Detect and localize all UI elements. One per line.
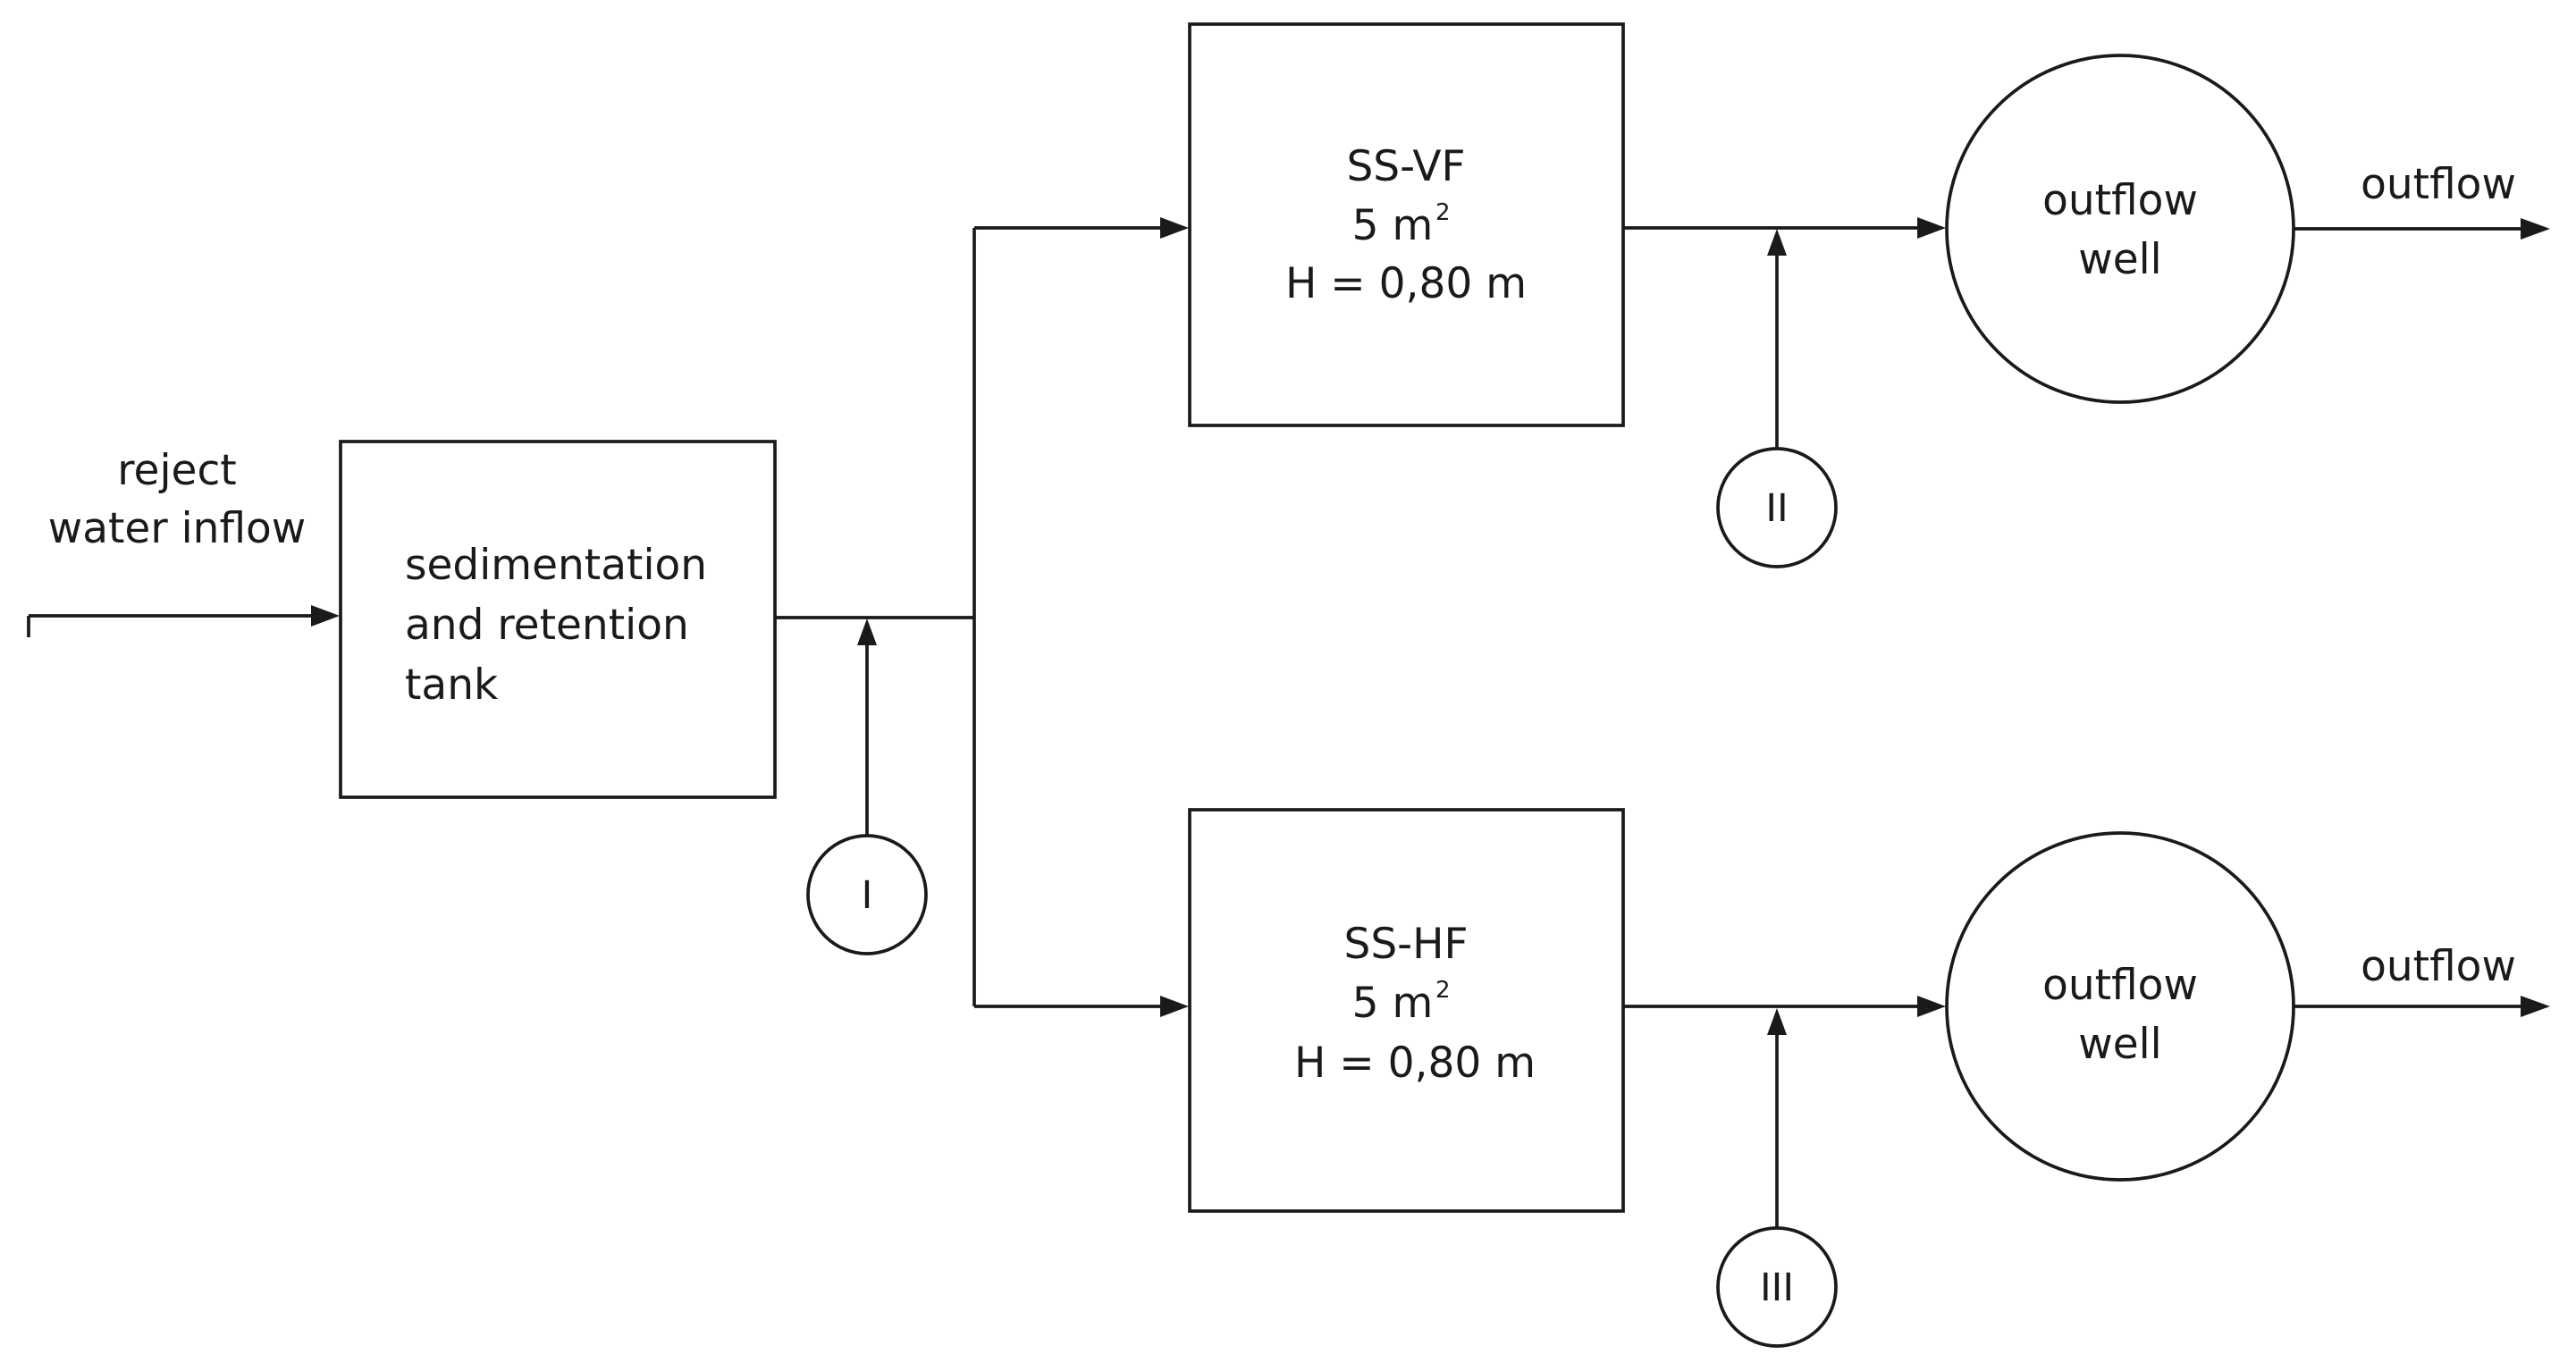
sampling-point-2-label: II: [1765, 486, 1788, 531]
ss-vf-height: H = 0,80 m: [1285, 259, 1527, 308]
ss-vf-area-superscript: 2: [1435, 199, 1451, 226]
sampling-point-3-circle: [1716, 1226, 1838, 1348]
tank-label-line3: tank: [405, 660, 499, 710]
inflow-arrowhead: [311, 605, 340, 627]
ss-vf-area: 5 m: [1352, 201, 1434, 250]
tank-label-line2: and retention: [405, 601, 689, 650]
outflow-well-bottom-line2: well: [2078, 1020, 2161, 1069]
ss-vf-filter-box: [1188, 22, 1625, 427]
outflow-well-top-line2: well: [2078, 235, 2161, 284]
branch-bottom-arrowhead: [1160, 996, 1189, 1017]
ss-hf-height: H = 0,80 m: [1294, 1039, 1536, 1088]
ss-hf-outlet-arrowhead: [1917, 996, 1946, 1017]
sampling-arrowhead-1: [857, 618, 877, 645]
outflow-bottom-arrowhead: [2521, 996, 2550, 1017]
sedimentation-tank-box: [339, 440, 777, 799]
outflow-top-label: outflow: [2361, 160, 2516, 209]
sampling-point-1-label: I: [862, 873, 873, 918]
ss-vf-outlet-arrowhead: [1917, 217, 1946, 239]
inflow-label-line1: reject: [117, 446, 236, 495]
sampling-point-2-circle: [1716, 447, 1838, 568]
ss-vf-name: SS-VF: [1346, 142, 1465, 191]
outflow-well-bottom-line1: outflow: [2042, 961, 2198, 1010]
sampling-point-1-circle: [806, 834, 928, 955]
ss-hf-name: SS-HF: [1343, 920, 1468, 969]
outflow-well-top-line1: outflow: [2042, 176, 2198, 225]
outflow-bottom-label: outflow: [2361, 942, 2516, 991]
sampling-point-3-label: III: [1760, 1266, 1794, 1310]
ss-hf-area-superscript: 2: [1435, 977, 1451, 1004]
outflow-top-arrowhead: [2521, 218, 2550, 240]
sampling-arrowhead-3: [1767, 1008, 1787, 1035]
branch-top-arrowhead: [1160, 217, 1189, 239]
ss-hf-filter-box: [1188, 808, 1625, 1213]
outflow-well-top-circle: [1945, 54, 2295, 404]
ss-hf-area: 5 m: [1352, 979, 1434, 1028]
sampling-arrowhead-2: [1767, 229, 1787, 256]
inflow-label-line2: water inflow: [48, 504, 307, 553]
tank-label-line1: sedimentation: [405, 541, 707, 590]
